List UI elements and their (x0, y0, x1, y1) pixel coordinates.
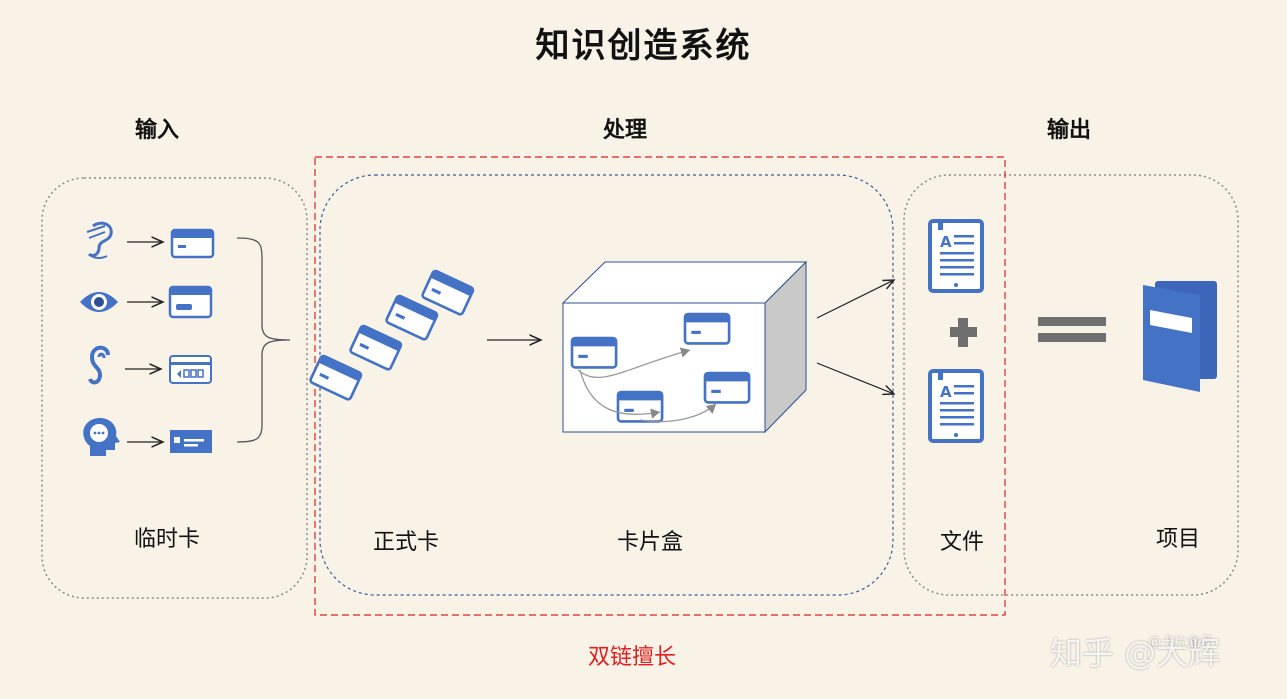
head-thought-icon (83, 418, 120, 456)
watermark: 知乎 @大辉 (1050, 634, 1221, 672)
watermark-small: @卡片盒子 (1148, 635, 1214, 650)
document-icon: A (928, 369, 984, 443)
card-icon (170, 430, 212, 453)
input-container (41, 177, 308, 599)
label-double-link: 双链擅长 (588, 645, 677, 670)
plus-icon (950, 318, 977, 347)
ear-icon (88, 345, 110, 385)
label-project: 项目 (1156, 527, 1201, 552)
output-container (903, 174, 1239, 596)
ear-listen-icon (86, 221, 113, 259)
svg-text:A: A (940, 383, 952, 401)
label-formal-card: 正式卡 (373, 530, 440, 555)
card-icon (169, 355, 212, 384)
card-icon (170, 228, 215, 259)
label-temp-card: 临时卡 (134, 527, 201, 552)
heading-output: 输出 (1047, 117, 1092, 143)
card-icon (168, 285, 213, 319)
equals-icon (1038, 317, 1106, 342)
page-title: 知识创造系统 (535, 26, 752, 66)
label-document: 文件 (940, 530, 985, 555)
eye-icon (80, 292, 118, 312)
document-icon: A (928, 219, 984, 293)
book-icon (1143, 281, 1217, 392)
heading-process: 处理 (603, 117, 648, 143)
svg-text:A: A (940, 233, 952, 251)
heading-input: 输入 (135, 117, 180, 143)
process-container (319, 174, 894, 596)
double-link-box (314, 156, 1006, 616)
label-card-box: 卡片盒 (617, 530, 684, 555)
